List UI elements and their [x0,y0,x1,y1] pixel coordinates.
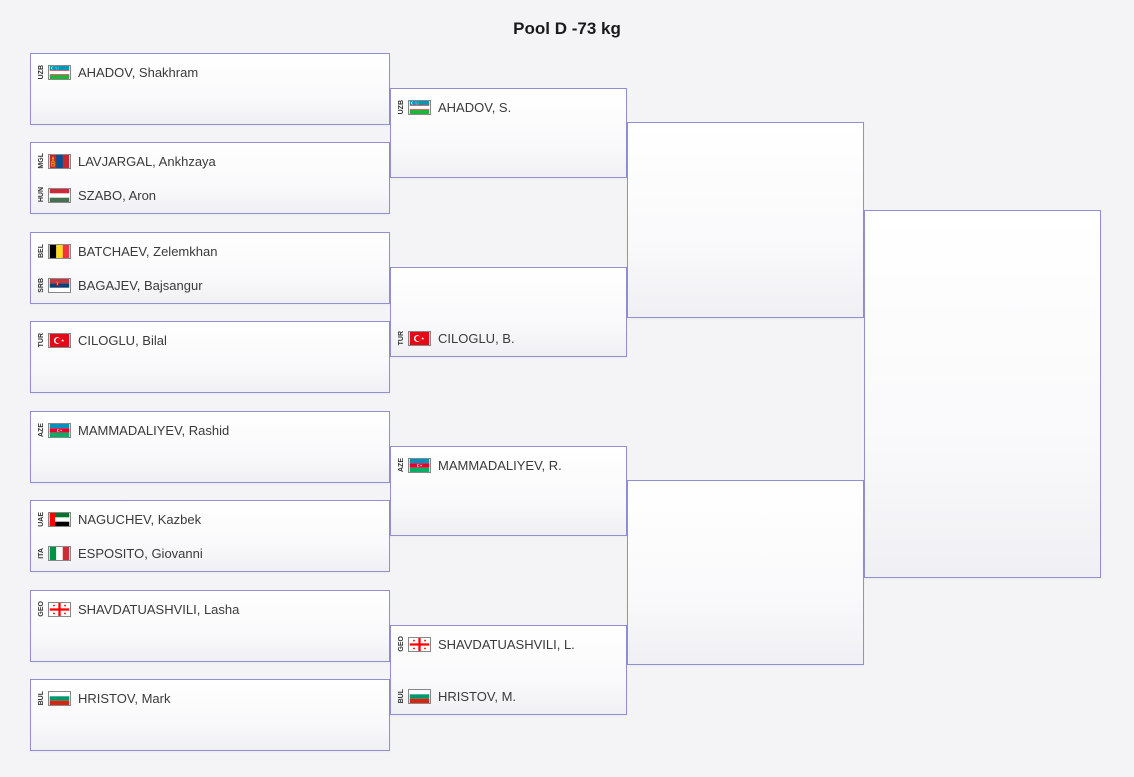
flag-icon-mgl [48,153,71,169]
flag-icon-bel [48,243,71,259]
athlete-entry[interactable]: UAE NAGUCHEV, Kazbek [37,506,383,532]
flag-icon-geo [408,636,431,652]
athlete-name: LAVJARGAL, Ankhzaya [78,153,216,169]
athlete-name: AHADOV, Shakhram [78,64,199,80]
athlete-name: MAMMADALIYEV, R. [438,457,562,473]
athlete-name: HRISTOV, Mark [78,690,171,706]
flag-icon-uzb [408,99,431,115]
semifinal-box-1 [627,122,864,318]
r2-match-2: TUR CILOGLU, B. [390,267,627,357]
athlete-name: BAGAJEV, Bajsangur [78,277,203,293]
flag-icon-ita [48,545,71,561]
r1-match-3: BEL BATCHAEV, Zelemkhan SRB BAGAJEV, Baj… [30,232,390,304]
r1-match-5: AZE MAMMADALIYEV, Rashid [30,411,390,483]
athlete-name: MAMMADALIYEV, Rashid [78,422,230,438]
flag-icon-aze [408,457,431,473]
pool-title: Pool D -73 kg [513,19,621,38]
r1-match-8: BUL HRISTOV, Mark [30,679,390,751]
athlete-entry[interactable]: HUN SZABO, Aron [37,182,383,208]
athlete-name: AHADOV, S. [438,99,512,115]
athlete-name: NAGUCHEV, Kazbek [78,511,202,527]
athlete-entry[interactable]: BUL HRISTOV, M. [397,683,620,709]
athlete-name: BATCHAEV, Zelemkhan [78,243,218,259]
flag-icon-bul [408,688,431,704]
athlete-name: SHAVDATUASHVILI, L. [438,636,575,652]
r1-match-7: GEO SHAVDATUASHVILI, Lasha [30,590,390,662]
athlete-entry[interactable]: UZB AHADOV, Shakhram [37,59,383,85]
country-code-label: AZE [398,458,405,472]
final-box [864,210,1101,578]
country-code-label: BUL [38,690,45,706]
country-code-label: GEO [398,636,405,652]
flag-icon-bul [48,690,71,706]
country-code-label: UZB [38,64,45,80]
country-code-label: TUR [398,330,405,346]
athlete-name: SHAVDATUASHVILI, Lasha [78,601,240,617]
country-code-label: BUL [398,688,405,704]
athlete-entry[interactable]: GEO SHAVDATUASHVILI, L. [397,631,620,657]
athlete-entry[interactable]: MGL LAVJARGAL, Ankhzaya [37,148,383,174]
country-code-label: GEO [38,601,45,617]
athlete-entry[interactable]: AZE MAMMADALIYEV, R. [397,452,620,478]
r2-match-4: GEO SHAVDATUASHVILI, L. BUL HRISTOV, M. [390,625,627,715]
athlete-entry[interactable]: BUL HRISTOV, Mark [37,685,383,711]
r1-match-6: UAE NAGUCHEV, Kazbek ITA ESPOSITO, Giova… [30,500,390,572]
flag-icon-tur [408,330,431,346]
country-code-label: TUR [38,332,45,348]
flag-icon-uzb [48,64,71,80]
country-code-label: BEL [38,244,45,258]
r1-match-2: MGL LAVJARGAL, Ankhzaya HUN SZABO, Aron [30,142,390,214]
flag-icon-srb [48,277,71,293]
r2-match-1: UZB AHADOV, S. [390,88,627,178]
athlete-name: SZABO, Aron [78,187,157,203]
athlete-entry[interactable]: TUR CILOGLU, B. [397,325,620,351]
athlete-name: CILOGLU, B. [438,330,515,346]
country-code-label: MGL [38,153,45,169]
athlete-entry[interactable]: BEL BATCHAEV, Zelemkhan [37,238,383,264]
athlete-entry[interactable]: ITA ESPOSITO, Giovanni [37,540,383,566]
country-code-label: HUN [38,187,45,203]
athlete-name: CILOGLU, Bilal [78,332,167,348]
flag-icon-uae [48,511,71,527]
athlete-entry[interactable]: GEO SHAVDATUASHVILI, Lasha [37,596,383,622]
country-code-label: UAE [38,511,45,527]
country-code-label: AZE [38,423,45,437]
athlete-entry[interactable]: SRB BAGAJEV, Bajsangur [37,272,383,298]
country-code-label: UZB [398,99,405,115]
athlete-name: ESPOSITO, Giovanni [78,545,203,561]
athlete-entry[interactable]: AZE MAMMADALIYEV, Rashid [37,417,383,443]
r2-match-3: AZE MAMMADALIYEV, R. [390,446,627,536]
athlete-name: HRISTOV, M. [438,688,517,704]
r1-match-1: UZB AHADOV, Shakhram [30,53,390,125]
country-code-label: SRB [38,277,45,293]
athlete-entry[interactable]: UZB AHADOV, S. [397,94,620,120]
semifinal-box-2 [627,480,864,665]
flag-icon-aze [48,422,71,438]
r1-match-4: TUR CILOGLU, Bilal [30,321,390,393]
flag-icon-tur [48,332,71,348]
country-code-label: ITA [38,547,45,559]
flag-icon-geo [48,601,71,617]
athlete-entry[interactable]: TUR CILOGLU, Bilal [37,327,383,353]
flag-icon-hun [48,187,71,203]
